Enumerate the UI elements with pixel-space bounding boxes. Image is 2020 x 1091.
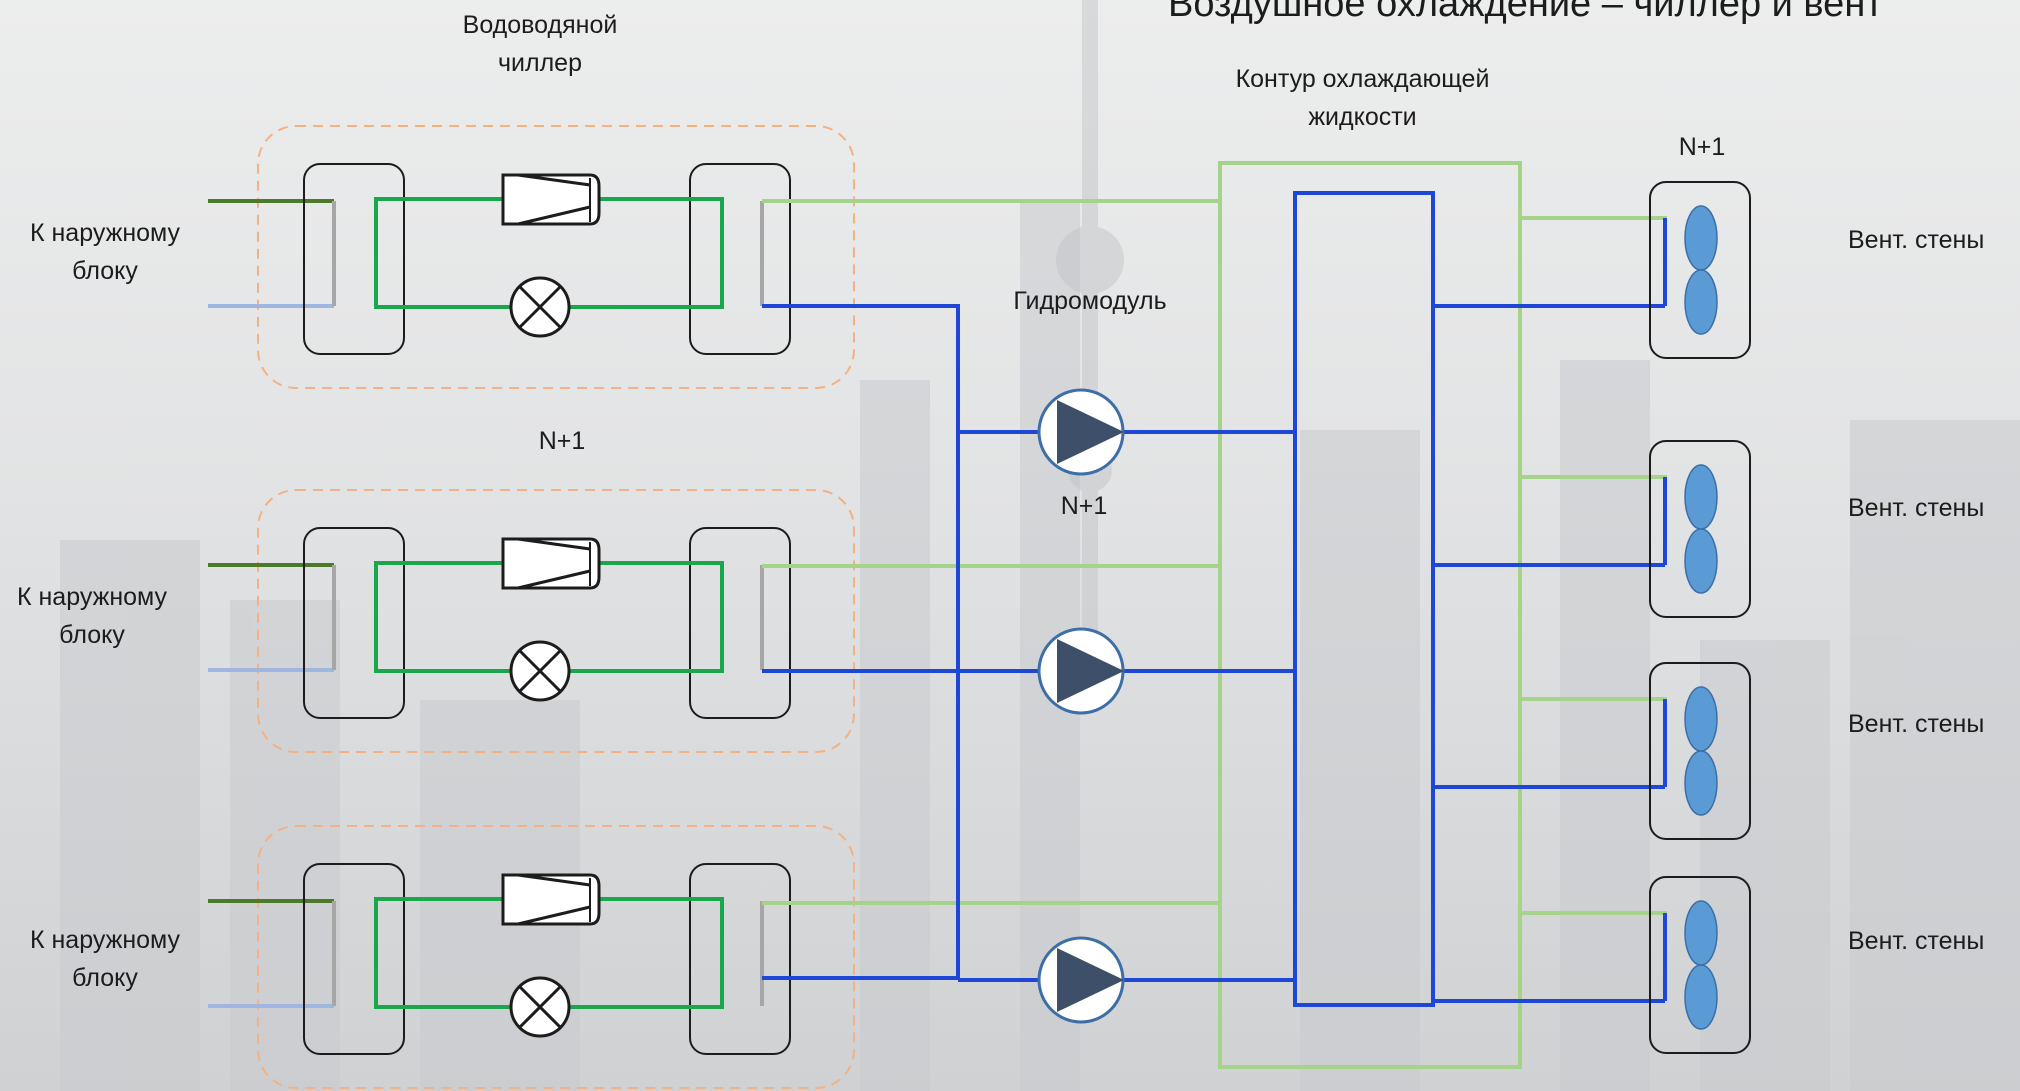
chiller-label: Водоводяной чиллер [462, 11, 618, 77]
fan-supply-line-4 [1520, 911, 1667, 1001]
coolant-distribution-header [1293, 191, 1435, 1007]
evaporator-heat-exchanger-3 [689, 863, 791, 1055]
expansion-valve-cross-1 [518, 285, 562, 329]
coolant-loop-label: Контур охлаждающей жидкости [1235, 65, 1490, 131]
pump-triangle-2 [1057, 639, 1124, 703]
hydromodule-label: Гидромодуль [1013, 287, 1167, 315]
fan-blade-icon-bottom-2 [1684, 528, 1718, 594]
chiller-enclosure-3 [257, 825, 855, 1089]
fan-blade-icon-top-3 [1684, 686, 1718, 752]
chillers-redundancy-label: N+1 [538, 427, 586, 455]
pumps-redundancy-label: N+1 [1060, 492, 1108, 520]
fan-wall-label-1: Вент. стены [1848, 226, 1985, 254]
fan-supply-line-2 [1520, 475, 1667, 565]
expansion-valve-cross-3 [518, 985, 562, 1029]
pump-triangle-3 [1057, 948, 1124, 1012]
fan-wall-label-3: Вент. стены [1848, 710, 1985, 738]
chiller-enclosure-1 [257, 125, 855, 389]
coolant-loop-outer [1218, 161, 1522, 1069]
compressor-icon-3 [501, 873, 601, 926]
outdoor-label-1: К наружному блоку [29, 219, 181, 285]
outdoor-label-3: К наружному блоку [29, 926, 181, 992]
fan-blade-icon-top-1 [1684, 205, 1718, 271]
condenser-heat-exchanger-2 [303, 527, 405, 719]
return-manifold [762, 304, 960, 978]
fan-supply-line-1 [1520, 216, 1667, 306]
expansion-valve-cross-2 [518, 649, 562, 693]
fans-redundancy-label: N+1 [1678, 133, 1726, 161]
fan-blade-icon-top-2 [1684, 464, 1718, 530]
compressor-icon-1 [501, 173, 601, 226]
fan-wall-label-2: Вент. стены [1848, 494, 1985, 522]
fan-wall-unit-4 [1649, 876, 1751, 1054]
fan-blade-icon-bottom-1 [1684, 269, 1718, 335]
fan-blade-icon-bottom-3 [1684, 750, 1718, 816]
chiller-enclosure-2 [257, 489, 855, 753]
evaporator-heat-exchanger-1 [689, 163, 791, 355]
fan-wall-unit-3 [1649, 662, 1751, 840]
fan-blade-icon-bottom-4 [1684, 964, 1718, 1030]
condenser-heat-exchanger-3 [303, 863, 405, 1055]
compressor-icon-2 [501, 537, 601, 590]
pump-triangle-1 [1057, 400, 1124, 464]
fan-wall-unit-1 [1649, 181, 1751, 359]
outdoor-label-2: К наружному блоку [16, 583, 168, 649]
fan-wall-unit-2 [1649, 440, 1751, 618]
fan-wall-label-4: Вент. стены [1848, 927, 1985, 955]
condenser-heat-exchanger-1 [303, 163, 405, 355]
fan-supply-line-3 [1520, 697, 1667, 787]
fan-blade-icon-top-4 [1684, 900, 1718, 966]
slide-title: Воздушное охлаждение – чиллер и вент [1168, 0, 1883, 25]
evaporator-heat-exchanger-2 [689, 527, 791, 719]
